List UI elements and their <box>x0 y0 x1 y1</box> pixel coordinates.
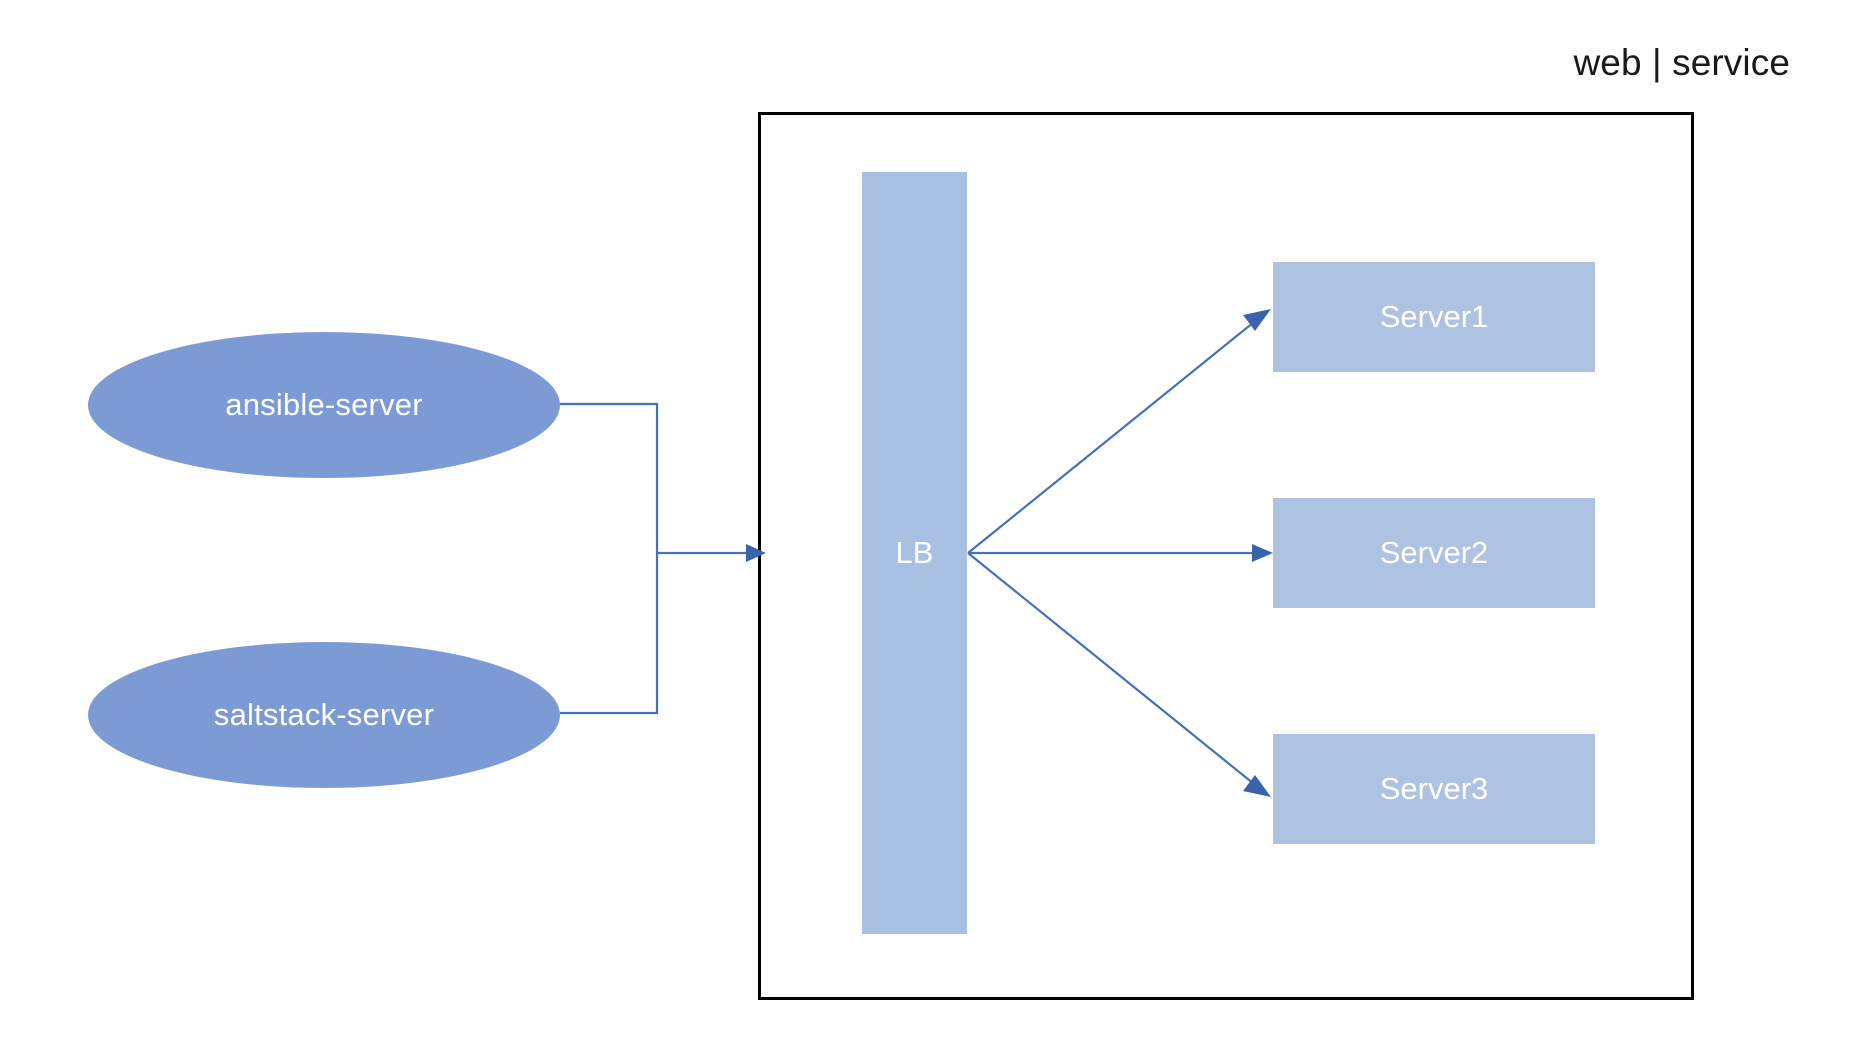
diagram-title: web | service <box>1573 42 1790 83</box>
node-server1-label: Server1 <box>1379 299 1489 334</box>
edge-saltstack-to-lb <box>560 553 659 715</box>
node-saltstack-server-label: saltstack-server <box>213 697 435 732</box>
node-saltstack-server[interactable]: saltstack-server <box>88 642 560 788</box>
node-server2-label: Server2 <box>1379 535 1489 570</box>
node-load-balancer[interactable]: LB <box>862 172 967 934</box>
node-server3-label: Server3 <box>1379 771 1489 806</box>
node-load-balancer-label: LB <box>895 535 934 570</box>
node-server1[interactable]: Server1 <box>1273 262 1595 372</box>
edge-ansible-to-lb <box>560 402 659 553</box>
node-ansible-server[interactable]: ansible-server <box>88 332 560 478</box>
node-server2[interactable]: Server2 <box>1273 498 1595 608</box>
node-server3[interactable]: Server3 <box>1273 734 1595 844</box>
node-ansible-server-label: ansible-server <box>225 387 423 422</box>
